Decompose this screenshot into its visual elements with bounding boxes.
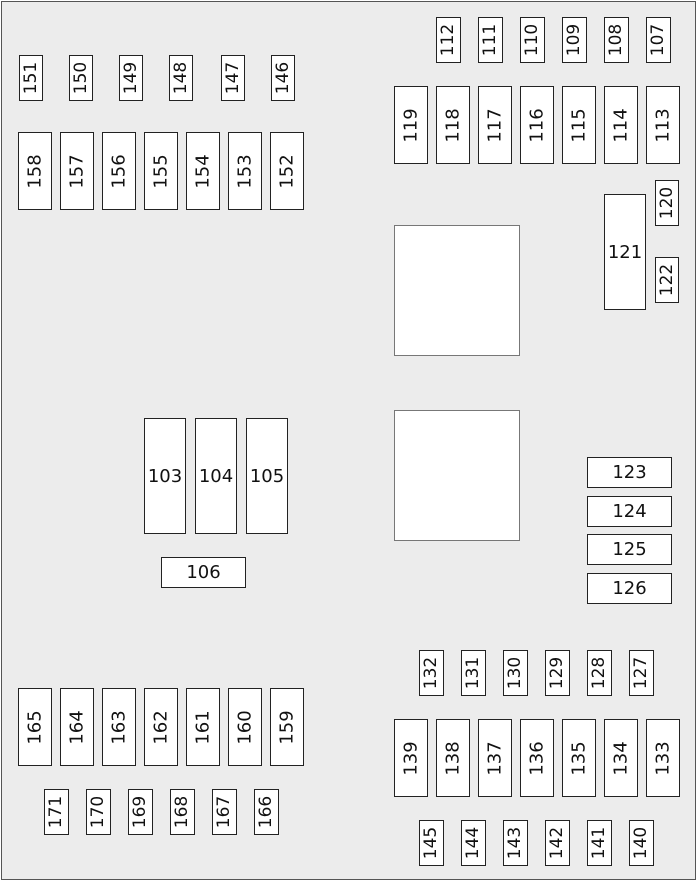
fuse-147: 147: [221, 55, 245, 101]
fuse-171: 171: [44, 789, 69, 835]
fuse-130: 130: [503, 650, 528, 696]
fuse-153: 153: [228, 132, 262, 210]
fuse-119: 119: [394, 86, 428, 164]
fuse-144: 144: [461, 820, 486, 866]
fuse-112: 112: [436, 17, 461, 63]
fuse-135: 135: [562, 719, 596, 797]
fuse-143: 143: [503, 820, 528, 866]
fuse-164: 164: [60, 688, 94, 766]
fuse-136: 136: [520, 719, 554, 797]
fuse-133: 133: [646, 719, 680, 797]
fuse-117: 117: [478, 86, 512, 164]
relay-block-upper: [394, 225, 520, 356]
fuse-126: 126: [587, 573, 672, 604]
fuse-141: 141: [587, 820, 612, 866]
fuse-131: 131: [461, 650, 486, 696]
fuse-145: 145: [419, 820, 444, 866]
fuse-156: 156: [102, 132, 136, 210]
fuse-140: 140: [629, 820, 654, 866]
fuse-120: 120: [655, 180, 679, 226]
fuse-103: 103: [144, 418, 186, 534]
fuse-107: 107: [646, 17, 671, 63]
fuse-146: 146: [271, 55, 295, 101]
fuse-163: 163: [102, 688, 136, 766]
fuse-155: 155: [144, 132, 178, 210]
fuse-170: 170: [86, 789, 111, 835]
fuse-166: 166: [254, 789, 279, 835]
fuse-122: 122: [655, 257, 679, 303]
fuse-142: 142: [545, 820, 570, 866]
fuse-158: 158: [18, 132, 52, 210]
fuse-128: 128: [587, 650, 612, 696]
fuse-167: 167: [212, 789, 237, 835]
fuse-114: 114: [604, 86, 638, 164]
fuse-115: 115: [562, 86, 596, 164]
fuse-111: 111: [478, 17, 503, 63]
fuse-125: 125: [587, 534, 672, 565]
fuse-169: 169: [128, 789, 153, 835]
fuse-139: 139: [394, 719, 428, 797]
fuse-151: 151: [19, 55, 43, 101]
fuse-160: 160: [228, 688, 262, 766]
fuse-123: 123: [587, 457, 672, 488]
fuse-134: 134: [604, 719, 638, 797]
fuse-105: 105: [246, 418, 288, 534]
fuse-148: 148: [169, 55, 193, 101]
fuse-152: 152: [270, 132, 304, 210]
fuse-161: 161: [186, 688, 220, 766]
fuse-127: 127: [629, 650, 654, 696]
fuse-129: 129: [545, 650, 570, 696]
fuse-104: 104: [195, 418, 237, 534]
fuse-168: 168: [170, 789, 195, 835]
fuse-132: 132: [419, 650, 444, 696]
fuse-113: 113: [646, 86, 680, 164]
fuse-162: 162: [144, 688, 178, 766]
fuse-154: 154: [186, 132, 220, 210]
fuse-159: 159: [270, 688, 304, 766]
fuse-149: 149: [119, 55, 143, 101]
fuse-116: 116: [520, 86, 554, 164]
fuse-121: 121: [604, 194, 646, 310]
fuse-109: 109: [562, 17, 587, 63]
relay-block-lower: [394, 410, 520, 541]
fuse-124: 124: [587, 496, 672, 527]
fuse-106: 106: [161, 557, 246, 588]
fuse-157: 157: [60, 132, 94, 210]
fuse-137: 137: [478, 719, 512, 797]
fuse-150: 150: [69, 55, 93, 101]
fuse-110: 110: [520, 17, 545, 63]
fuse-118: 118: [436, 86, 470, 164]
fuse-165: 165: [18, 688, 52, 766]
fuse-108: 108: [604, 17, 629, 63]
fuse-138: 138: [436, 719, 470, 797]
